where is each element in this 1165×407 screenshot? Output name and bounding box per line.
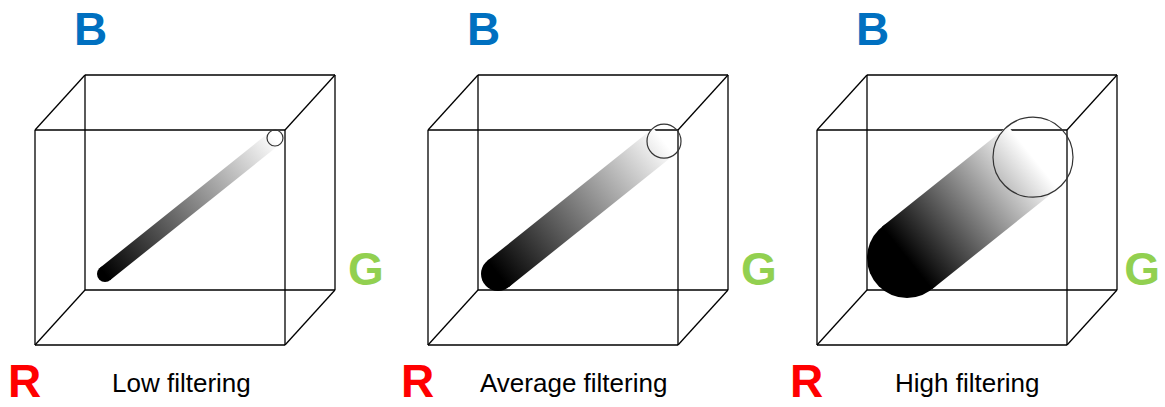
cube-edge xyxy=(1067,75,1117,130)
green-axis-label: G xyxy=(348,246,384,292)
tube-white-end xyxy=(993,117,1073,197)
cube-edge xyxy=(35,290,85,345)
rgb-cube xyxy=(35,75,335,345)
cube-edge xyxy=(1067,290,1117,345)
cube-edge xyxy=(35,75,85,130)
cube-edge xyxy=(428,75,478,130)
cube-edge xyxy=(678,75,728,130)
tube-white-end xyxy=(267,130,283,146)
cube-edge xyxy=(867,74,1117,75)
cube-edge xyxy=(428,129,678,130)
grey-axis-tube xyxy=(498,141,664,274)
red-axis-label: R xyxy=(401,358,434,404)
red-axis-label: R xyxy=(8,358,41,404)
cube-edge xyxy=(427,130,428,345)
cube-edge xyxy=(285,75,335,130)
tube-white-end xyxy=(647,124,681,158)
cube-edge xyxy=(477,75,478,290)
grey-axis-tube xyxy=(105,138,275,274)
rgb-cube xyxy=(428,75,728,345)
filter-caption: High filtering xyxy=(895,370,1040,396)
filter-caption: Low filtering xyxy=(112,370,251,396)
cube-edge xyxy=(1116,75,1117,290)
green-axis-label: G xyxy=(1124,246,1160,292)
grey-axis-tube xyxy=(907,157,1033,258)
cube-edge xyxy=(34,130,35,345)
cube-edge xyxy=(284,130,285,345)
green-axis-label: G xyxy=(741,246,777,292)
cube-edge xyxy=(678,290,728,345)
cube-edge xyxy=(85,74,335,75)
cube-edge xyxy=(85,289,335,290)
cube-edge xyxy=(428,290,478,345)
cube-edge xyxy=(816,130,817,345)
blue-axis-label: B xyxy=(74,6,107,52)
cube-edge xyxy=(817,129,1067,130)
red-axis-label: R xyxy=(790,358,823,404)
cube-edge xyxy=(285,290,335,345)
cube-edge xyxy=(1066,130,1067,345)
cube-edge xyxy=(35,129,285,130)
cube-edge xyxy=(428,344,678,345)
blue-axis-label: B xyxy=(856,6,889,52)
cube-edge xyxy=(677,130,678,345)
cube-edge xyxy=(727,75,728,290)
cube-edge xyxy=(817,290,867,345)
cube-edge xyxy=(84,75,85,290)
blue-axis-label: B xyxy=(467,6,500,52)
cube-edge xyxy=(817,75,867,130)
cube-edge xyxy=(817,344,1067,345)
cube-edge xyxy=(478,289,728,290)
rgb-cube xyxy=(817,75,1117,345)
cube-edge xyxy=(334,75,335,290)
filter-caption: Average filtering xyxy=(480,370,667,396)
cube-edge xyxy=(478,74,728,75)
cube-edge xyxy=(35,344,285,345)
